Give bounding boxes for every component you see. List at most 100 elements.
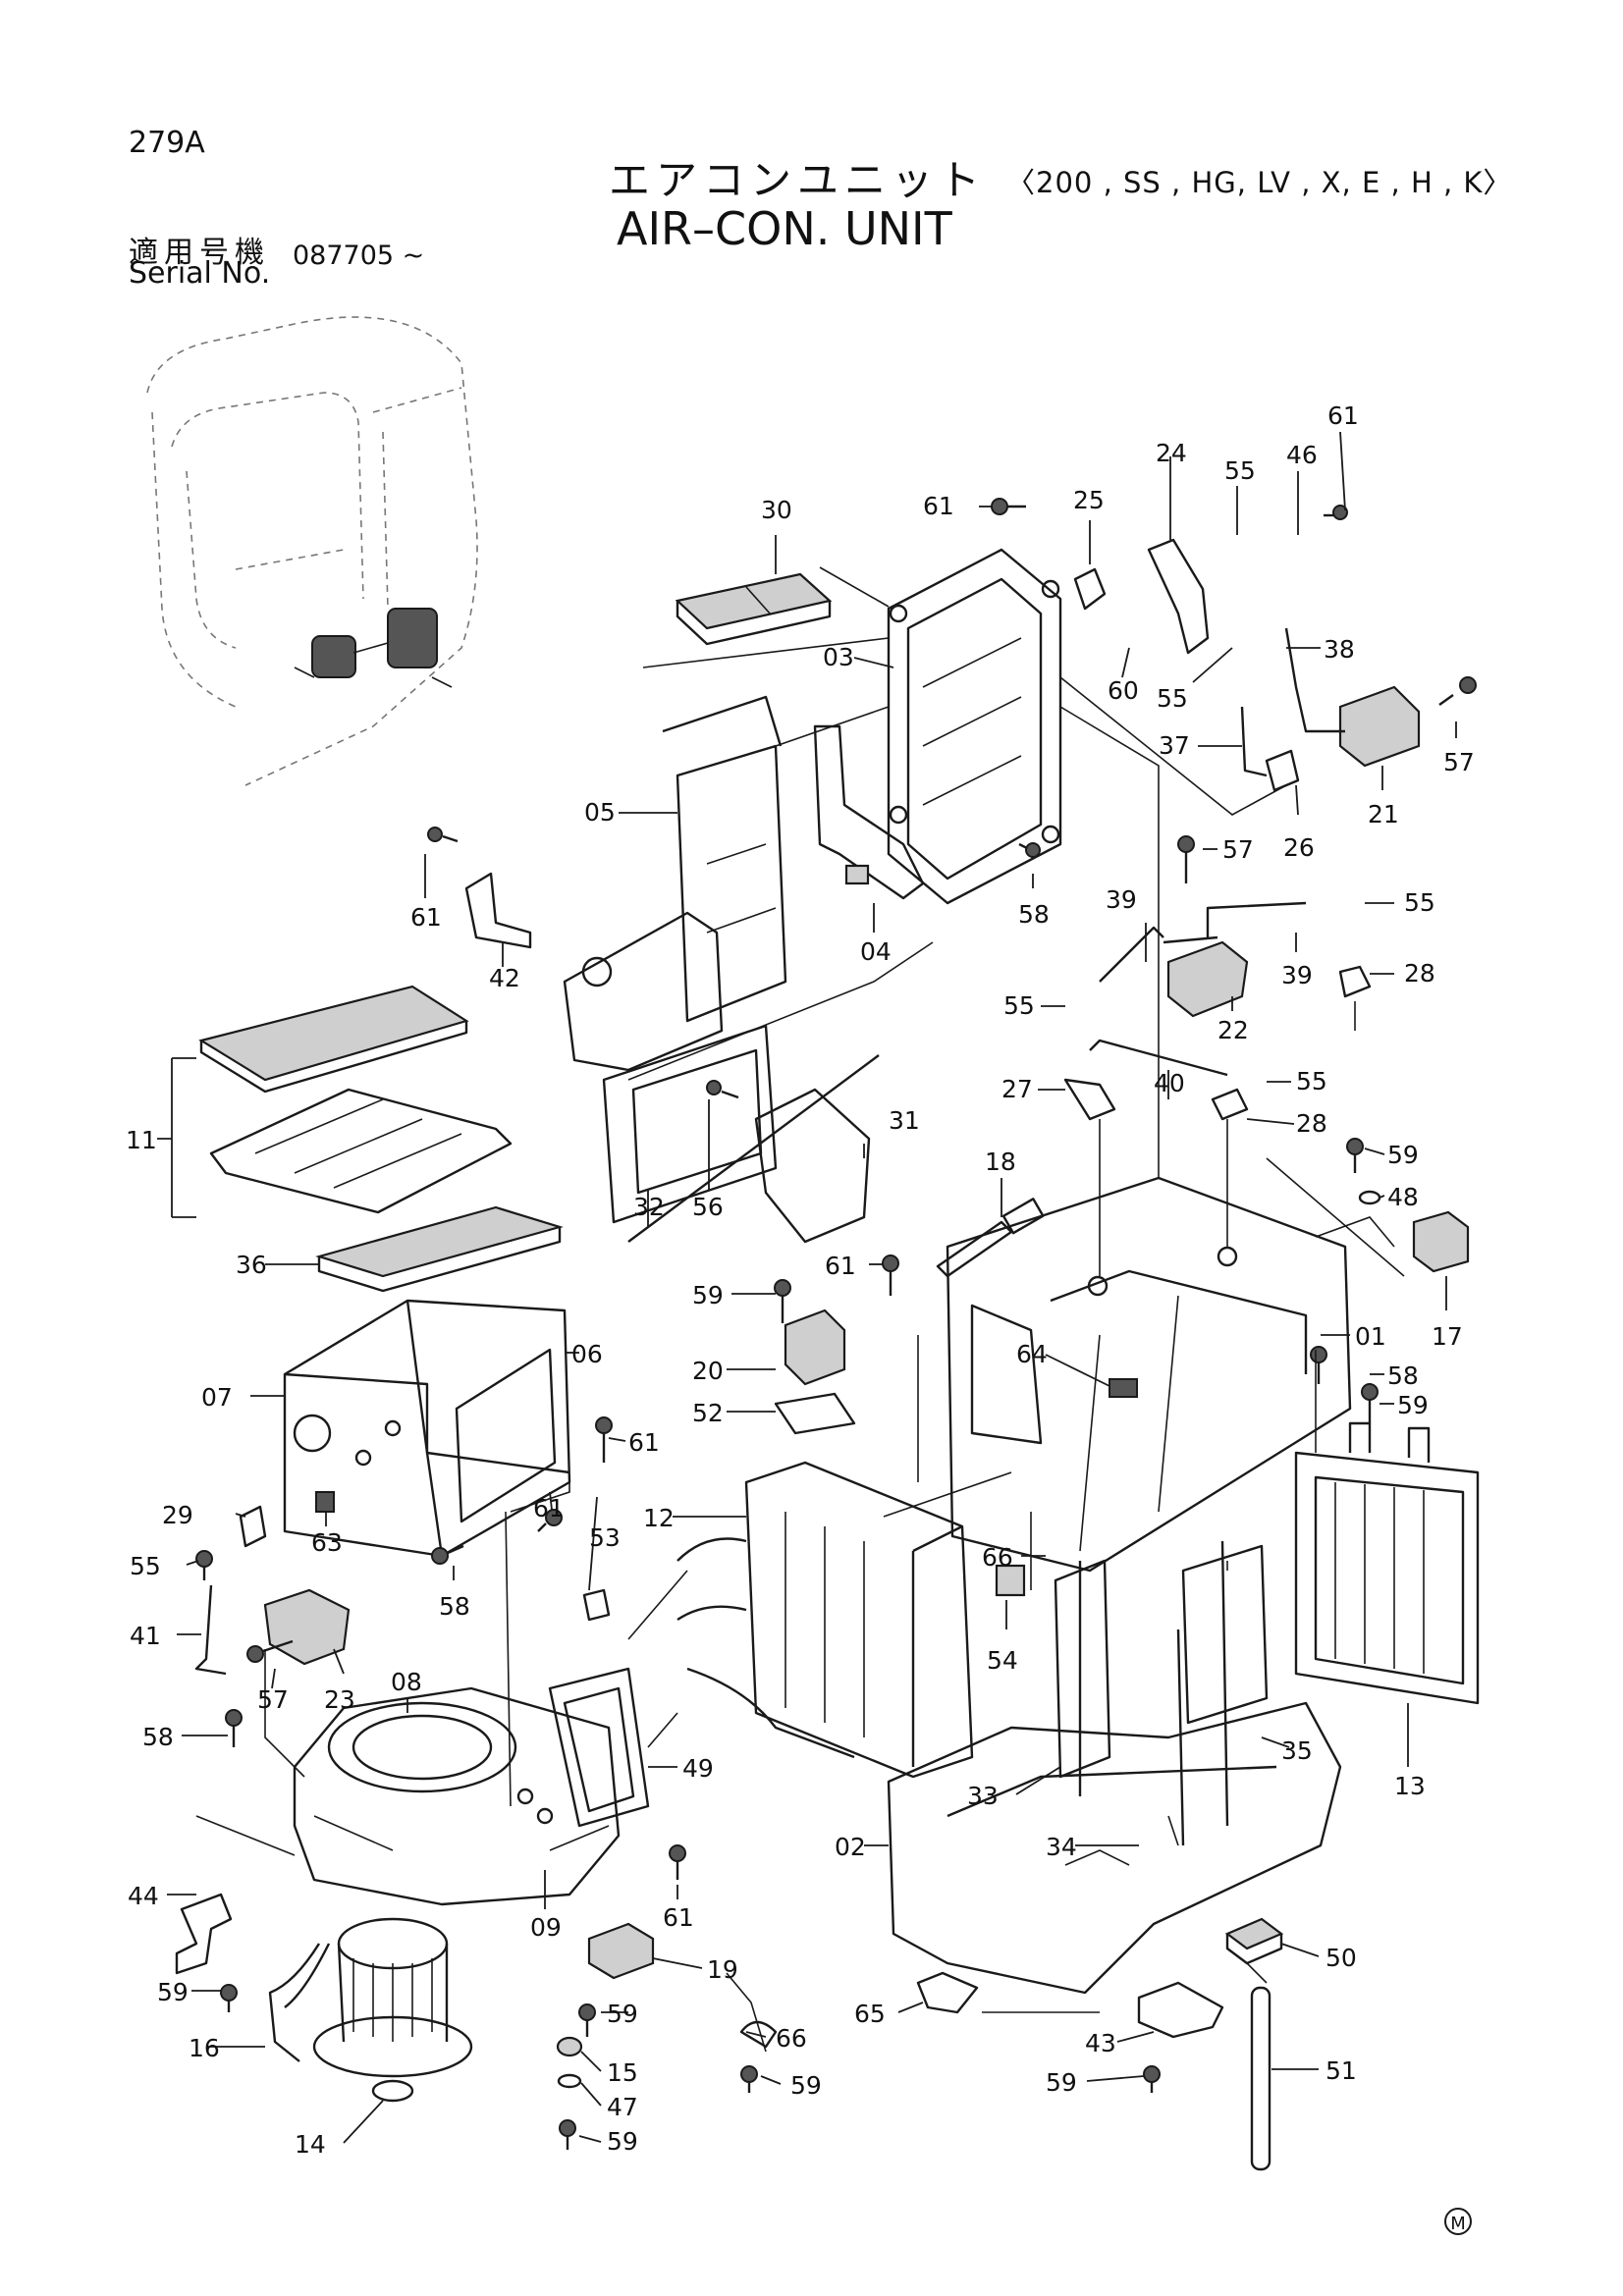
part-51-rod <box>1250 1986 1271 2171</box>
callout-12: 12 <box>643 1504 675 1532</box>
part-23-actuator <box>263 1588 351 1666</box>
callout-58: 58 <box>1018 900 1050 929</box>
callout-44: 44 <box>128 1882 159 1910</box>
leader-lines <box>157 431 1457 2144</box>
callout-52: 52 <box>692 1399 724 1427</box>
callout-32: 32 <box>633 1193 665 1221</box>
part-14-blower-fan-motor <box>312 1917 473 2103</box>
callout-39: 39 <box>1281 961 1313 989</box>
callout-05: 05 <box>584 798 616 827</box>
part-19-resistor <box>587 1922 655 1980</box>
callout-14: 14 <box>295 2130 326 2159</box>
callout-46: 46 <box>1286 441 1318 469</box>
callout-25: 25 <box>1073 486 1105 514</box>
part-27-clip <box>1063 1078 1116 1121</box>
callout-11: 11 <box>126 1126 157 1154</box>
callout-20: 20 <box>692 1357 724 1385</box>
callout-56: 56 <box>692 1193 724 1221</box>
callout-55: 55 <box>1003 991 1035 1020</box>
callout-36: 36 <box>236 1251 267 1279</box>
callout-57: 57 <box>1222 835 1254 864</box>
callout-26: 26 <box>1283 833 1315 862</box>
part-26-clip <box>1265 749 1300 792</box>
callout-03: 03 <box>823 643 854 671</box>
callout-42: 42 <box>489 964 520 992</box>
callout-07: 07 <box>201 1383 233 1412</box>
callout-21: 21 <box>1368 800 1399 828</box>
callout-labels: 61 46 55 24 25 61 30 03 60 55 38 37 57 2… <box>126 401 1475 2159</box>
callout-59: 59 <box>692 1281 724 1309</box>
callout-37: 37 <box>1159 731 1190 760</box>
callout-38: 38 <box>1324 635 1355 664</box>
part-08-09-blower-housing <box>293 1686 621 1906</box>
part-47-washer <box>557 2073 582 2089</box>
callout-61: 61 <box>923 492 954 520</box>
part-48-washer <box>1358 1190 1381 1205</box>
part-66-clip <box>739 2020 778 2049</box>
callout-59: 59 <box>157 1978 189 2006</box>
part-34-rod <box>1176 1629 1185 1846</box>
title-english: AIR–CON. UNIT <box>617 202 952 255</box>
callout-02: 02 <box>835 1833 866 1861</box>
callout-01: 01 <box>1355 1322 1386 1351</box>
callout-57: 57 <box>1443 748 1475 776</box>
part-52-bracket <box>774 1392 856 1435</box>
callout-58: 58 <box>142 1723 174 1751</box>
part-44-bracket <box>175 1893 233 1975</box>
part-37-rod <box>1240 706 1268 777</box>
callout-55: 55 <box>130 1552 161 1580</box>
callout-16: 16 <box>189 2034 220 2062</box>
callout-47: 47 <box>607 2093 638 2121</box>
part-64-clip <box>1109 1378 1138 1398</box>
callout-66: 66 <box>982 1543 1013 1572</box>
part-30-filter-pad <box>675 572 833 646</box>
callout-43: 43 <box>1085 2029 1116 2057</box>
callout-61: 61 <box>825 1252 856 1280</box>
serial-label-japanese: 適用号機 <box>129 236 270 270</box>
callout-61: 61 <box>410 903 442 932</box>
callout-53: 53 <box>589 1523 621 1552</box>
callout-50: 50 <box>1325 1944 1357 1972</box>
part-54-connector <box>995 1564 1026 1597</box>
callout-61: 61 <box>628 1428 660 1457</box>
screws-bolts <box>195 498 1477 2150</box>
part-33-damper <box>1054 1559 1111 1796</box>
title-model-variants: 〈200 , SS , HG, LV , X, E , H , K〉 <box>1006 166 1513 199</box>
part-40-rod <box>1089 1039 1228 1077</box>
callout-28: 28 <box>1296 1109 1327 1138</box>
callout-58: 58 <box>1387 1362 1419 1390</box>
callout-17: 17 <box>1432 1322 1463 1351</box>
title-japanese: エアコンユニット <box>609 156 987 204</box>
serial-label-english: Serial No. <box>129 256 271 291</box>
callout-59: 59 <box>1397 1391 1429 1419</box>
part-02-lower-case <box>887 1701 1342 1995</box>
callout-55: 55 <box>1296 1067 1327 1095</box>
callout-64: 64 <box>1016 1340 1048 1368</box>
callout-59: 59 <box>790 2071 822 2100</box>
part-03-case-upper <box>887 548 1062 905</box>
callout-22: 22 <box>1217 1016 1249 1044</box>
part-24-lever <box>1147 538 1210 655</box>
cab-location-sketch <box>146 316 478 786</box>
callout-23: 23 <box>324 1685 355 1714</box>
callout-58: 58 <box>439 1592 470 1621</box>
callout-59: 59 <box>607 2127 638 2156</box>
part-41-rod <box>194 1584 227 1676</box>
part-22-actuator <box>1163 935 1249 1018</box>
footer-mark-badge: M <box>1444 2208 1472 2235</box>
callout-34: 34 <box>1046 1833 1077 1861</box>
part-53-clamp <box>582 1588 611 1622</box>
part-36-filter <box>315 1205 564 1293</box>
callout-13: 13 <box>1394 1772 1426 1800</box>
callout-24: 24 <box>1156 439 1187 467</box>
callout-29: 29 <box>162 1501 193 1529</box>
part-05-duct <box>563 695 787 1072</box>
callout-55: 55 <box>1404 888 1435 917</box>
page-code: 279A <box>129 126 205 160</box>
callout-08: 08 <box>391 1668 422 1696</box>
part-21-actuator <box>1338 685 1421 768</box>
callout-51: 51 <box>1325 2056 1357 2085</box>
part-38-rod <box>1284 627 1345 733</box>
part-31-damper-door <box>754 1088 871 1244</box>
